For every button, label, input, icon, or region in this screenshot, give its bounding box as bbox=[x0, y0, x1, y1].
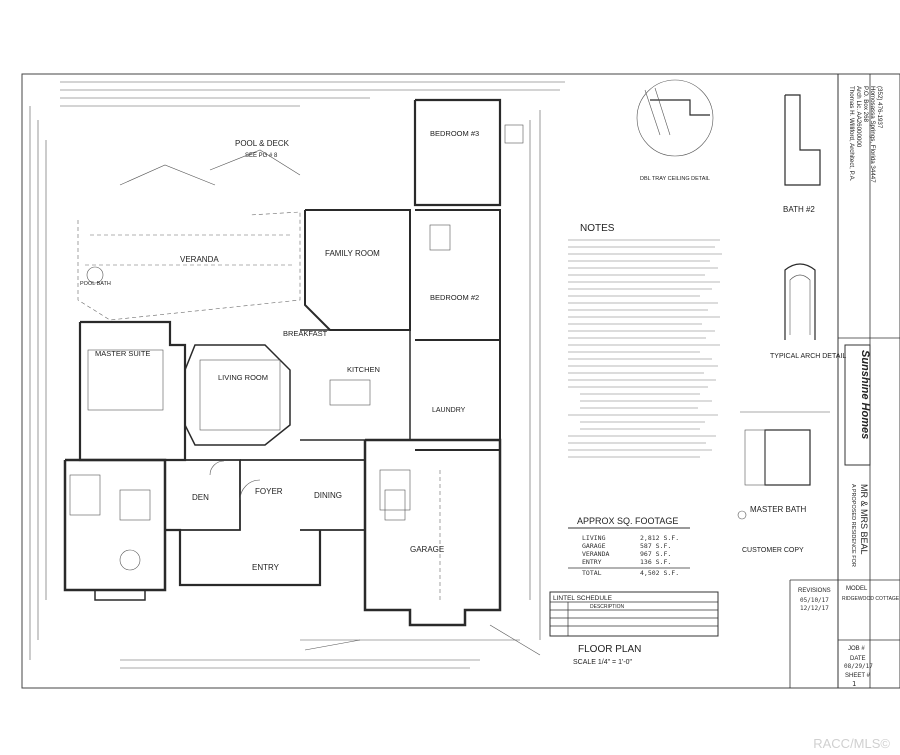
sqft-entry-value: 136 S.F. bbox=[640, 558, 671, 566]
dimension-lines bbox=[29, 81, 565, 669]
veranda-outline bbox=[77, 149, 301, 321]
lintel-table bbox=[549, 591, 719, 637]
ground-lines bbox=[300, 624, 541, 656]
sqft-title: APPROX SQ. FOOTAGE bbox=[577, 516, 678, 526]
revision-date-2: 12/12/17 bbox=[800, 605, 829, 612]
room-foyer: FOYER bbox=[255, 487, 283, 496]
residence-line2: MR & MRS BEAL bbox=[859, 484, 869, 555]
architect-block: Thomas H. Williford, Architect, P.A. Arc… bbox=[848, 86, 883, 183]
lintel-header: DESCRIPTION bbox=[590, 604, 625, 610]
architect-city: Homosassa Springs, Florida 34447 bbox=[869, 86, 876, 183]
tray-ceiling-detail bbox=[636, 79, 714, 157]
residence-line1: A PROPOSED RESIDENCE FOR bbox=[850, 484, 856, 567]
arch-detail-label: TYPICAL ARCH DETAIL bbox=[770, 353, 846, 360]
sheet-border bbox=[21, 73, 900, 689]
architect-phone: (352) 476-1937 bbox=[876, 86, 883, 129]
room-master-suite: MASTER SUITE bbox=[95, 349, 150, 358]
room-bedroom2: BEDROOM #2 bbox=[430, 293, 479, 302]
model-label: MODEL bbox=[846, 586, 868, 592]
architect-license: Arch Lic. AA26000000 bbox=[855, 86, 862, 148]
room-pool-bath: POOL BATH bbox=[80, 281, 111, 287]
master-bath-label: MASTER BATH bbox=[750, 505, 807, 514]
architect-po: P.O. Box 268 bbox=[862, 86, 869, 123]
bath2-label: BATH #2 bbox=[783, 205, 815, 214]
house-walls bbox=[63, 98, 502, 627]
room-den: DEN bbox=[192, 493, 209, 502]
sqft-table bbox=[568, 527, 690, 569]
sqft-veranda-label: VERANDA bbox=[582, 550, 609, 558]
date-value: 08/29/17 bbox=[844, 663, 873, 670]
tray-ceiling-label: DBL TRAY CEILING DETAIL bbox=[640, 176, 710, 182]
sqft-garage-value: 587 S.F. bbox=[640, 542, 671, 550]
room-kitchen: KITCHEN bbox=[347, 365, 380, 374]
room-garage: GARAGE bbox=[410, 545, 444, 554]
revisions-title: REVISIONS bbox=[798, 588, 831, 594]
sqft-living-label: LIVING bbox=[582, 534, 606, 542]
model-name: RIDGEWOOD COTTAGE bbox=[842, 596, 900, 602]
architect-name: Thomas H. Williford, Architect, P.A. bbox=[848, 86, 855, 182]
room-family: FAMILY ROOM bbox=[325, 249, 380, 258]
floor-plan-title: FLOOR PLAN bbox=[578, 644, 641, 655]
room-breakfast: BREAKFAST bbox=[283, 329, 328, 338]
pool-deck-title: POOL & DECK bbox=[235, 139, 290, 148]
notes-lines bbox=[568, 239, 722, 458]
room-living: LIVING ROOM bbox=[218, 373, 268, 382]
title-block: Sunshine Homes bbox=[789, 74, 900, 688]
sheet-label: SHEET # bbox=[845, 673, 871, 679]
floor-plan-scale: SCALE 1/4" = 1'-0" bbox=[573, 659, 633, 666]
sqft-garage-label: GARAGE bbox=[582, 542, 606, 550]
room-bedroom3: BEDROOM #3 bbox=[430, 129, 479, 138]
mls-watermark: RACC/MLS© bbox=[813, 736, 890, 751]
room-dining: DINING bbox=[314, 491, 342, 500]
sqft-living-value: 2,812 S.F. bbox=[640, 534, 679, 542]
date-label: DATE bbox=[850, 656, 866, 662]
company-logo: Sunshine Homes bbox=[859, 350, 871, 439]
residence-block: A PROPOSED RESIDENCE FOR MR & MRS BEAL bbox=[850, 484, 869, 567]
sheet-number: 1 bbox=[852, 680, 856, 688]
job-label: JOB # bbox=[848, 646, 865, 652]
arch-detail bbox=[784, 263, 816, 340]
interior-fixtures bbox=[69, 124, 524, 571]
notes-title: NOTES bbox=[580, 223, 615, 234]
room-entry: ENTRY bbox=[252, 563, 280, 572]
bath2-detail bbox=[784, 94, 821, 186]
lintel-title: LINTEL SCHEDULE bbox=[553, 595, 613, 602]
pool-deck-sub: SEE PG # 8 bbox=[245, 153, 278, 159]
sqft-total-value: 4,502 S.F. bbox=[640, 569, 679, 577]
room-veranda: VERANDA bbox=[180, 255, 219, 264]
revision-date-1: 05/10/17 bbox=[800, 597, 829, 604]
sqft-total-label: TOTAL bbox=[582, 569, 602, 577]
master-bath-detail bbox=[737, 411, 830, 520]
sqft-entry-label: ENTRY bbox=[582, 558, 602, 566]
customer-copy: CUSTOMER COPY bbox=[742, 547, 804, 554]
room-laundry: LAUNDRY bbox=[432, 407, 466, 414]
sqft-veranda-value: 967 S.F. bbox=[640, 550, 671, 558]
